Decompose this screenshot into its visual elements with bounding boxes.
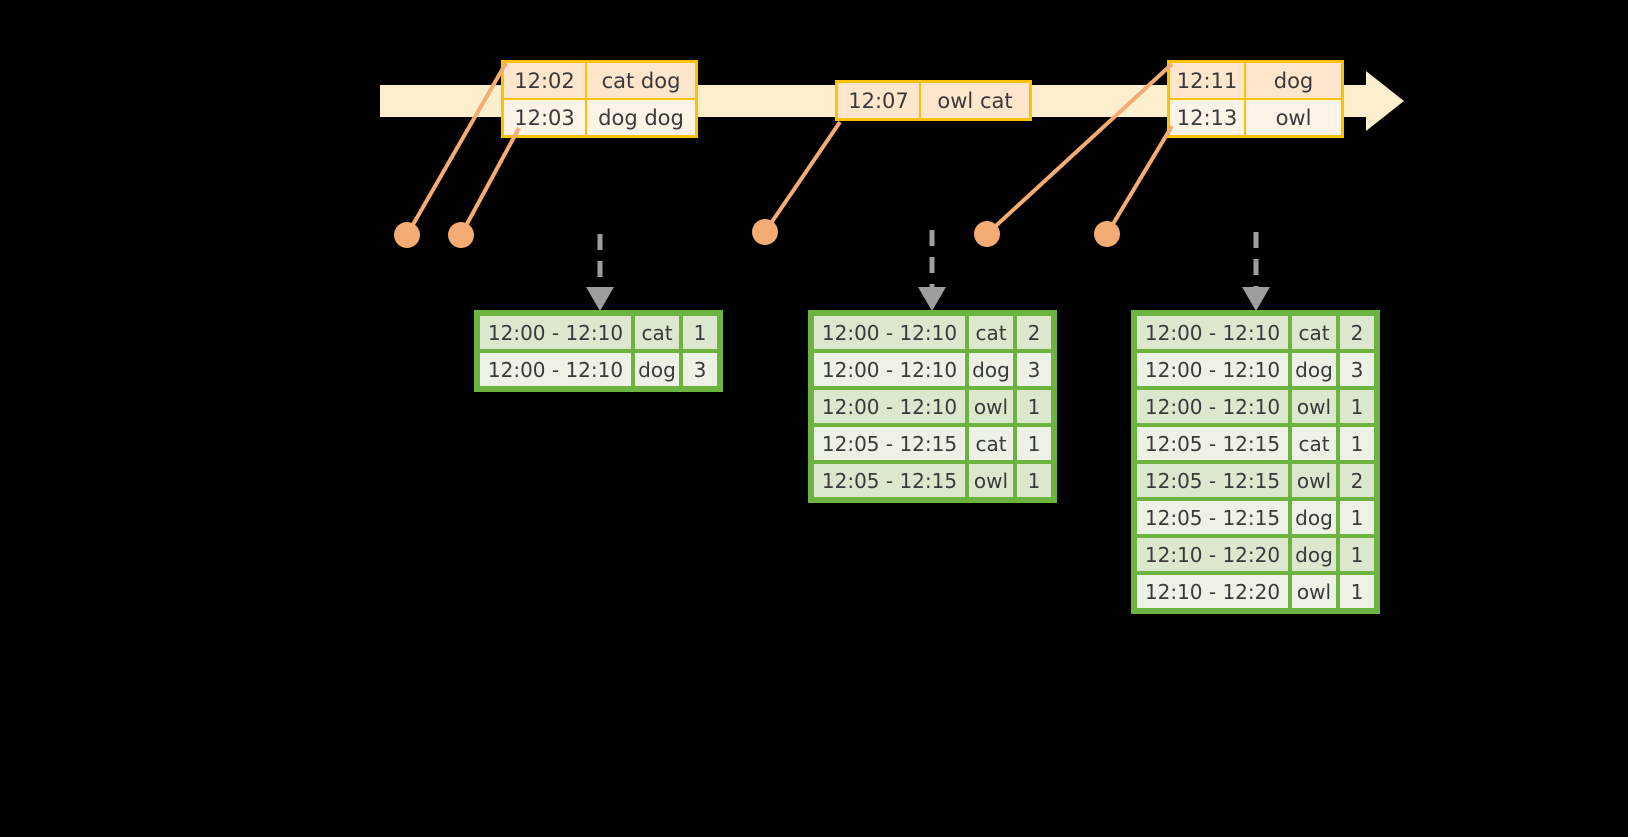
event-words: dog dog xyxy=(587,100,695,135)
cell-word: dog xyxy=(1290,351,1338,388)
cell-window: 12:00 - 12:10 xyxy=(1135,314,1290,351)
cell-word: owl xyxy=(967,388,1015,425)
event-row: 12:13 owl xyxy=(1170,100,1341,135)
timeline-arrowhead-icon xyxy=(1366,71,1404,131)
event-words: cat dog xyxy=(587,63,695,98)
event-group-2: 12:07 owl cat xyxy=(835,80,1032,121)
cell-window: 12:00 - 12:10 xyxy=(478,351,633,388)
event-row: 12:03 dog dog xyxy=(504,100,695,135)
cell-count: 2 xyxy=(1015,314,1053,351)
event-time: 12:13 xyxy=(1170,100,1246,135)
cell-count: 1 xyxy=(1015,425,1053,462)
cell-count: 3 xyxy=(681,351,719,388)
event-group-1: 12:02 cat dog 12:03 dog dog xyxy=(501,60,698,138)
cell-word: cat xyxy=(967,314,1015,351)
event-words: owl xyxy=(1246,100,1341,135)
cell-window: 12:05 - 12:15 xyxy=(1135,425,1290,462)
cell-word: dog xyxy=(967,351,1015,388)
connector-dot xyxy=(752,219,778,245)
cell-word: dog xyxy=(1290,536,1338,573)
cell-word: owl xyxy=(967,462,1015,499)
cell-window: 12:00 - 12:10 xyxy=(812,314,967,351)
flow-arrow-shafts xyxy=(597,230,1259,287)
cell-window: 12:05 - 12:15 xyxy=(1135,499,1290,536)
event-time: 12:02 xyxy=(504,63,587,98)
cell-word: dog xyxy=(633,351,681,388)
cell-word: owl xyxy=(1290,388,1338,425)
cell-count: 1 xyxy=(1015,462,1053,499)
cell-word: owl xyxy=(1290,462,1338,499)
connector-dot xyxy=(448,222,474,248)
event-time: 12:07 xyxy=(838,83,921,118)
cell-count: 1 xyxy=(1338,499,1376,536)
cell-window: 12:00 - 12:10 xyxy=(1135,351,1290,388)
cell-count: 1 xyxy=(1338,425,1376,462)
cell-window: 12:10 - 12:20 xyxy=(1135,536,1290,573)
event-group-3: 12:11 dog 12:13 owl xyxy=(1167,60,1344,138)
cell-window: 12:00 - 12:10 xyxy=(1135,388,1290,425)
cell-word: cat xyxy=(967,425,1015,462)
flow-arrow-heads xyxy=(586,287,1270,311)
cell-window: 12:00 - 12:10 xyxy=(478,314,633,351)
cell-word: owl xyxy=(1290,573,1338,610)
cell-count: 2 xyxy=(1338,462,1376,499)
cell-window: 12:10 - 12:20 xyxy=(1135,573,1290,610)
connector-dot xyxy=(1094,221,1120,247)
cell-word: cat xyxy=(1290,425,1338,462)
cell-count: 1 xyxy=(1338,536,1376,573)
cell-count: 1 xyxy=(681,314,719,351)
cell-window: 12:05 - 12:15 xyxy=(812,462,967,499)
cell-word: dog xyxy=(1290,499,1338,536)
cell-count: 2 xyxy=(1338,314,1376,351)
cell-window: 12:00 - 12:10 xyxy=(812,351,967,388)
cell-word: cat xyxy=(1290,314,1338,351)
event-row: 12:07 owl cat xyxy=(838,83,1029,118)
cell-count: 3 xyxy=(1015,351,1053,388)
cell-window: 12:00 - 12:10 xyxy=(812,388,967,425)
cell-window: 12:05 - 12:15 xyxy=(812,425,967,462)
connector-dot xyxy=(394,222,420,248)
connector-dot xyxy=(974,221,1000,247)
cell-count: 1 xyxy=(1338,388,1376,425)
event-words: dog xyxy=(1246,63,1341,98)
cell-window: 12:05 - 12:15 xyxy=(1135,462,1290,499)
event-row: 12:02 cat dog xyxy=(504,63,695,100)
cell-word: cat xyxy=(633,314,681,351)
event-time: 12:11 xyxy=(1170,63,1246,98)
cell-count: 1 xyxy=(1015,388,1053,425)
event-row: 12:11 dog xyxy=(1170,63,1341,100)
event-time: 12:03 xyxy=(504,100,587,135)
event-words: owl cat xyxy=(921,83,1029,118)
cell-count: 3 xyxy=(1338,351,1376,388)
cell-count: 1 xyxy=(1338,573,1376,610)
